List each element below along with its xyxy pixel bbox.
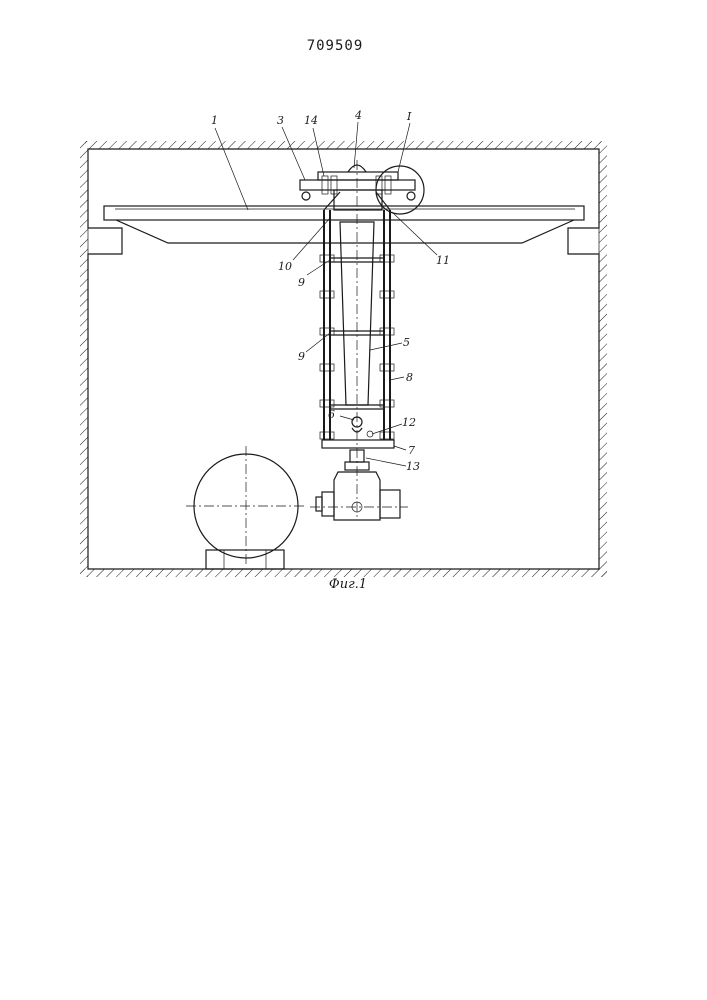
label-6: 6 — [328, 408, 335, 421]
label-12: 12 — [402, 416, 416, 429]
label-3: 3 — [277, 114, 284, 127]
label-14: 14 — [304, 114, 318, 127]
label-13: 13 — [406, 460, 420, 473]
figure-caption: Фиг.1 — [318, 577, 378, 592]
rotating-platform — [104, 206, 584, 243]
label-10: 10 — [278, 260, 292, 273]
label-1: 1 — [211, 114, 218, 127]
label-9-upper: 9 — [298, 276, 305, 289]
label-8: 8 — [406, 371, 413, 384]
central-column — [320, 160, 394, 520]
label-4: 4 — [354, 109, 362, 122]
gearbox-drive — [310, 450, 408, 520]
label-I: I — [406, 110, 412, 123]
label-5: 5 — [403, 336, 410, 349]
label-11: 11 — [436, 254, 450, 267]
motor-drum — [186, 446, 306, 569]
top-head-assembly — [300, 165, 424, 214]
leader-lines — [215, 122, 437, 466]
label-7: 7 — [408, 444, 415, 457]
label-9-lower: 9 — [298, 350, 305, 363]
